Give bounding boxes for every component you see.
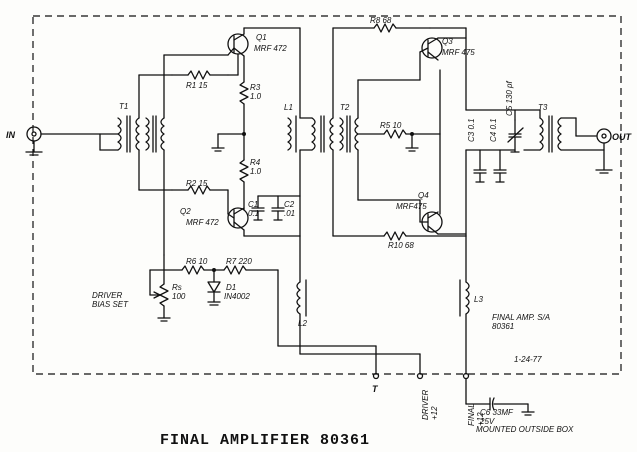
c3-label: C3 0.1 bbox=[467, 118, 476, 142]
c2-capacitor bbox=[271, 195, 285, 221]
driver-terminal bbox=[416, 372, 424, 380]
c4-label: C4 0.1 bbox=[489, 118, 498, 142]
driver-terminal-label: DRIVER+12 bbox=[421, 390, 439, 420]
date-note: 1-24-77 bbox=[514, 355, 542, 364]
diagram-title: FINAL AMPLIFIER 80361 bbox=[160, 432, 370, 449]
t2-transformer bbox=[311, 115, 359, 153]
l2-coil bbox=[296, 279, 307, 317]
d1-ref: D1 bbox=[226, 283, 236, 292]
r5-label: R5 10 bbox=[380, 121, 402, 130]
c3-capacitor bbox=[473, 149, 487, 183]
q2-ref: Q2 bbox=[180, 207, 191, 216]
t-terminal bbox=[372, 372, 380, 380]
l3-label: L3 bbox=[474, 295, 483, 304]
t3-label: T3 bbox=[538, 103, 548, 112]
r3-resistor bbox=[239, 81, 249, 105]
q1-part: MRF 472 bbox=[254, 44, 287, 53]
in-label: IN bbox=[6, 130, 16, 140]
q3-part: MRF 475 bbox=[442, 48, 475, 57]
r7-label: R7 220 bbox=[226, 257, 252, 266]
mounted-outside-note: MOUNTED OUTSIDE BOX bbox=[476, 425, 574, 434]
t2-label: T2 bbox=[340, 103, 350, 112]
r4-resistor bbox=[239, 159, 249, 183]
q4-part: MRF475 bbox=[396, 202, 427, 211]
rs-potentiometer bbox=[149, 269, 171, 322]
q4-ref: Q4 bbox=[418, 191, 429, 200]
q2-transistor bbox=[227, 207, 249, 237]
l3-coil bbox=[459, 279, 470, 317]
r1-resistor bbox=[171, 70, 229, 80]
t-terminal-label: T bbox=[372, 384, 379, 394]
c1-capacitor bbox=[251, 195, 265, 221]
r10-resistor bbox=[383, 231, 467, 241]
r2-label: R2 15 bbox=[186, 179, 208, 188]
c2-label: C2.01 bbox=[284, 200, 295, 218]
in-connector bbox=[25, 126, 43, 156]
c4-capacitor bbox=[493, 149, 507, 183]
r8-resistor bbox=[373, 23, 431, 33]
out-connector bbox=[596, 128, 612, 144]
t3-transformer bbox=[539, 115, 562, 153]
l2-label: L2 bbox=[298, 319, 307, 328]
c5-label: C5 130 pf bbox=[505, 81, 514, 116]
q4-transistor bbox=[419, 199, 443, 235]
out-label: OUT bbox=[612, 132, 633, 142]
r6-label: R6 10 bbox=[186, 257, 208, 266]
r7-resistor bbox=[223, 265, 247, 275]
q3-ref: Q3 bbox=[442, 37, 453, 46]
t1-transformer bbox=[117, 115, 165, 153]
r2-resistor bbox=[171, 185, 229, 195]
l1-coil bbox=[287, 115, 297, 153]
q1-ref: Q1 bbox=[256, 33, 267, 42]
l1-label: L1 bbox=[284, 103, 293, 112]
r10-label: R10 68 bbox=[388, 241, 414, 250]
r6-resistor bbox=[181, 265, 205, 275]
q3-transistor bbox=[419, 37, 443, 81]
r8-label: R8 68 bbox=[370, 16, 392, 25]
q2-part: MRF 472 bbox=[186, 218, 219, 227]
t1-label: T1 bbox=[119, 102, 128, 111]
c5-capacitor bbox=[507, 119, 524, 153]
c6-capacitor bbox=[489, 397, 535, 416]
d1-part: IN4002 bbox=[224, 292, 250, 301]
d1-diode bbox=[207, 269, 221, 306]
final-terminal-label: FINAL+12 bbox=[467, 403, 485, 426]
q1-transistor bbox=[227, 27, 249, 57]
r1-label: R1 15 bbox=[186, 81, 208, 90]
enclosure-border bbox=[32, 15, 622, 375]
